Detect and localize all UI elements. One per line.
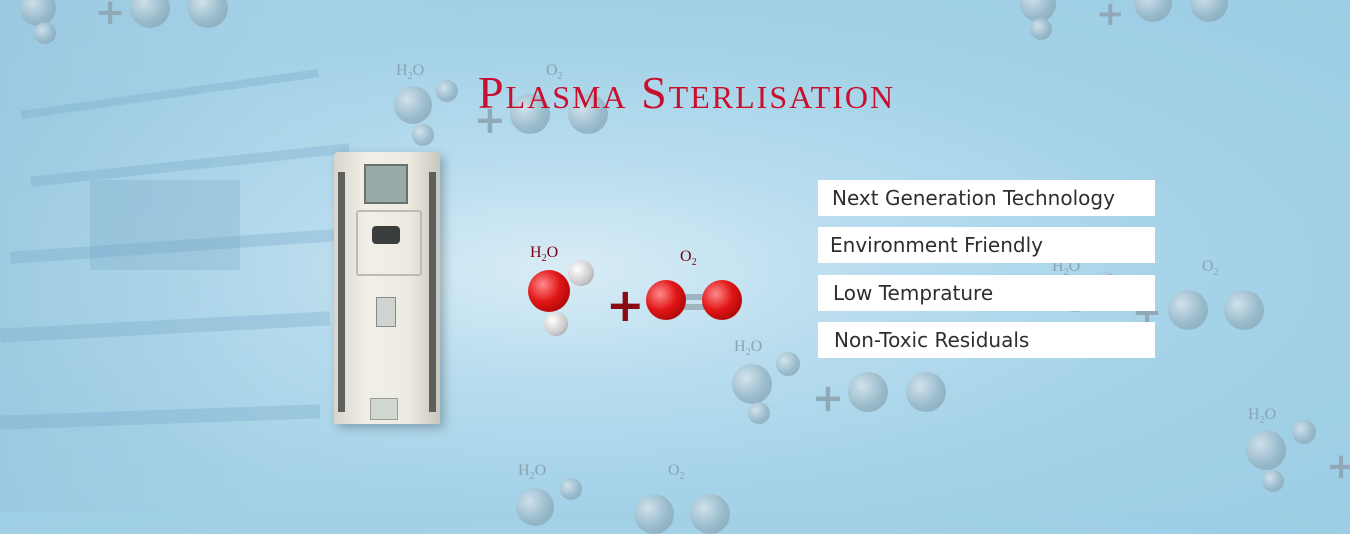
cartridge-slot: [376, 297, 396, 327]
oxygen-formula-label: O2: [1202, 258, 1219, 279]
feature-item-environment-friendly: Environment Friendly: [818, 227, 1155, 263]
oxygen-formula-label: O2: [546, 62, 563, 83]
oxygen-formula-label: O2: [680, 248, 697, 269]
feature-item-non-toxic: Non-Toxic Residuals: [818, 322, 1155, 358]
plus-icon: +: [812, 376, 844, 420]
feature-item-low-temperature: Low Temprature: [818, 275, 1155, 311]
water-formula-label: H2O: [396, 62, 425, 83]
chamber-window: [372, 226, 400, 244]
plus-icon: +: [95, 0, 126, 33]
plus-icon: +: [1096, 0, 1125, 34]
water-formula-label: H2O: [518, 462, 547, 483]
water-formula-label: H2O: [1248, 406, 1277, 427]
plus-icon: +: [606, 278, 645, 332]
water-formula-label: H2O: [1052, 258, 1081, 279]
plus-icon: +: [474, 98, 506, 142]
page-title: Plasma Sterlisation: [478, 67, 896, 118]
water-formula-label: H2O: [530, 244, 559, 265]
oxygen-formula-label: O2: [668, 462, 685, 483]
water-formula-label: H2O: [734, 338, 763, 359]
feature-item-next-generation: Next Generation Technology: [818, 180, 1155, 216]
control-panel: [364, 164, 408, 204]
base-panel: [370, 398, 398, 420]
plasma-sterilizer-machine: [334, 152, 440, 424]
plus-icon: +: [1326, 446, 1350, 487]
chamber-door: [356, 210, 422, 276]
